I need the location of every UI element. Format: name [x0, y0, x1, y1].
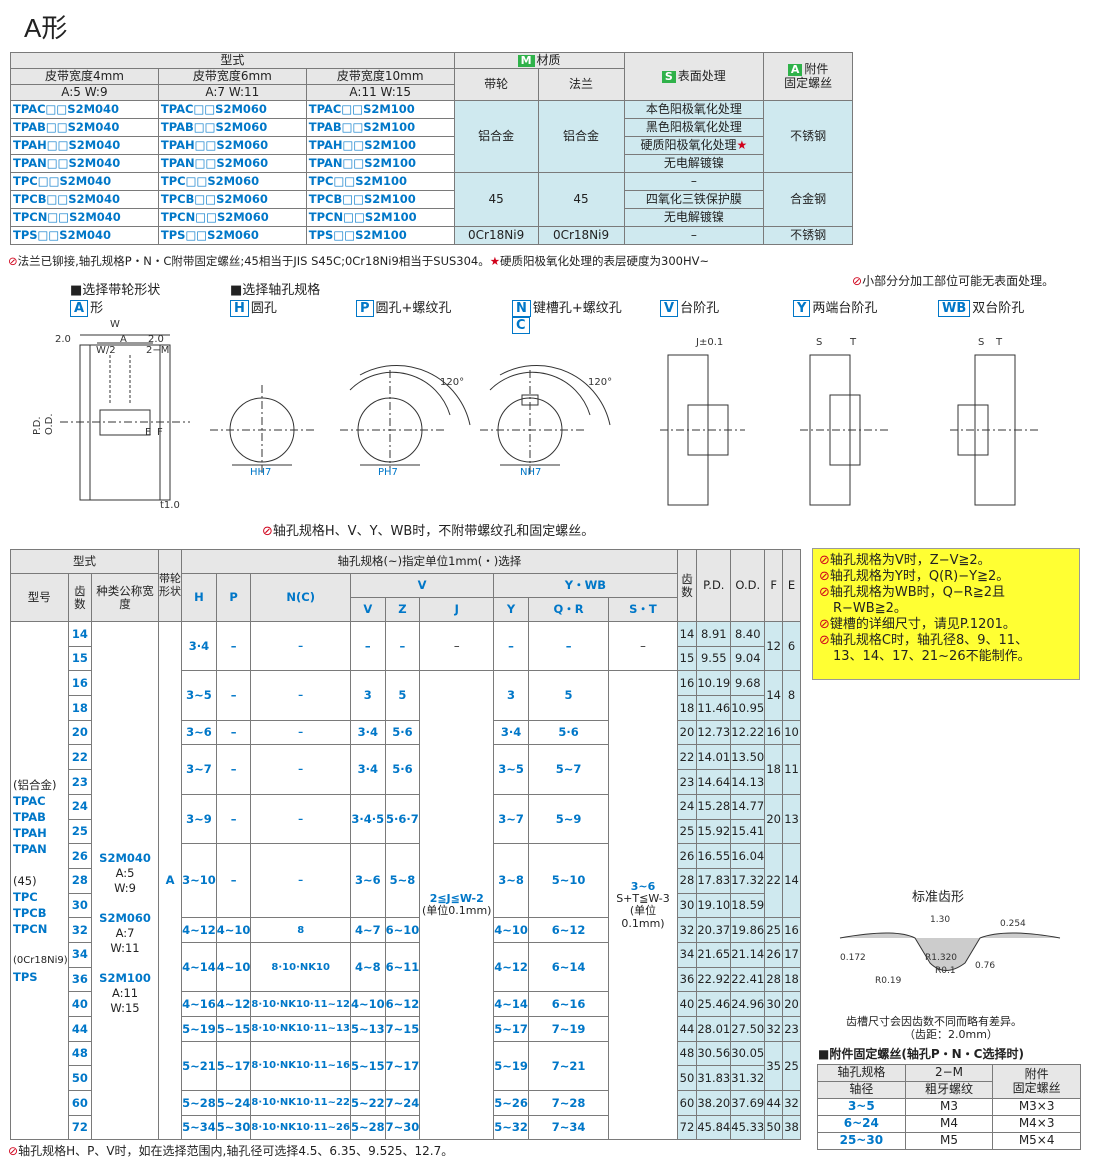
- teeth-cell: 22: [67, 744, 93, 771]
- teeth-cell: 16: [67, 670, 93, 697]
- tooth-dim-076: 0.76: [975, 961, 995, 971]
- teeth-cell: 50: [67, 1065, 93, 1092]
- tooth-note-2: （齿距：2.0mm）: [904, 1028, 998, 1041]
- svg-text:W: W: [110, 319, 120, 330]
- svg-text:P.D.: P.D.: [32, 416, 43, 435]
- svg-text:t1.0: t1.0: [160, 500, 180, 511]
- svg-text:S: S: [978, 337, 984, 348]
- teeth-cell: 24: [67, 793, 93, 820]
- teeth-cell: 32: [67, 917, 93, 943]
- bore-select-label: ■选择轴孔规格: [230, 283, 321, 298]
- teeth-cell: 36: [67, 966, 93, 993]
- svg-text:2.0: 2.0: [55, 334, 71, 345]
- svg-text:W/2: W/2: [96, 345, 116, 356]
- svg-text:PH7: PH7: [378, 467, 398, 478]
- page-title: A形: [24, 13, 68, 43]
- teeth-cell: 72: [67, 1114, 93, 1141]
- tooth-dim-r019: R0.19: [875, 976, 902, 986]
- drawing-note: ⊘轴孔规格H、V、Y、WB时，不附带螺纹孔和固定螺丝。: [262, 524, 595, 539]
- screw-title: ■附件固定螺丝(轴孔P・N・C选择时): [818, 1047, 1024, 1061]
- svg-text:2−M: 2−M: [146, 345, 169, 356]
- teeth-cell: 25: [67, 818, 93, 845]
- yellow-notes: ⊘轴孔规格为V时，Z−V≧2。 ⊘轴孔规格为Y时，Q(R)−Y≧2。 ⊘轴孔规格…: [812, 548, 1080, 680]
- teeth-cell: 14: [67, 621, 93, 647]
- teeth-cell: 30: [67, 892, 93, 919]
- tooth-dim-r1320: R1.320: [925, 953, 957, 963]
- tooth-dim-0172: 0.172: [840, 953, 866, 963]
- svg-text:T: T: [995, 337, 1003, 348]
- tooth-dim-0254: 0.254: [1000, 919, 1026, 929]
- tooth-dim-r01: R0.1: [935, 966, 956, 976]
- svg-text:S: S: [816, 337, 822, 348]
- svg-text:T: T: [849, 337, 857, 348]
- svg-text:HH7: HH7: [250, 467, 271, 478]
- tooth-dim-pitch: 1.30: [930, 915, 950, 925]
- svg-text:120°: 120°: [440, 377, 464, 388]
- svg-text:E: E: [145, 427, 151, 438]
- teeth-cell: 34: [67, 941, 93, 968]
- teeth-cell: 18: [67, 695, 93, 721]
- teeth-cell: 60: [67, 1090, 93, 1116]
- teeth-cell: 40: [67, 991, 93, 1017]
- svg-text:2.0: 2.0: [148, 334, 164, 345]
- svg-text:120°: 120°: [588, 377, 612, 388]
- teeth-cell: 28: [67, 867, 93, 894]
- tooth-note-1: 齿槽尺寸会因齿数不同而略有差异。: [846, 1015, 1022, 1028]
- teeth-cell: 26: [67, 843, 93, 869]
- note-2: ⊘小部分分加工部位可能无表面处理。: [852, 274, 1055, 288]
- svg-text:NH7: NH7: [520, 467, 541, 478]
- teeth-cell: 23: [67, 769, 93, 795]
- svg-text:O.D.: O.D.: [44, 413, 55, 435]
- svg-text:F: F: [157, 427, 163, 438]
- note-1: ⊘法兰已铆接,轴孔规格P・N・C附带固定螺丝;45相当于JIS S45C;0Cr…: [8, 254, 710, 268]
- shape-select-label: ■选择带轮形状: [70, 283, 161, 298]
- teeth-cell: 15: [67, 645, 93, 672]
- teeth-cell: 48: [67, 1040, 93, 1067]
- footer-note: ⊘轴孔规格H、P、V时，如在选择范围内,轴孔径可选择4.5、6.35、9.525…: [8, 1144, 454, 1158]
- svg-text:J±0.1: J±0.1: [695, 337, 723, 348]
- tooth-title: 标准齿形: [912, 890, 965, 905]
- teeth-cell: 20: [67, 719, 93, 746]
- teeth-cell: 44: [67, 1016, 93, 1042]
- svg-text:A: A: [120, 334, 127, 345]
